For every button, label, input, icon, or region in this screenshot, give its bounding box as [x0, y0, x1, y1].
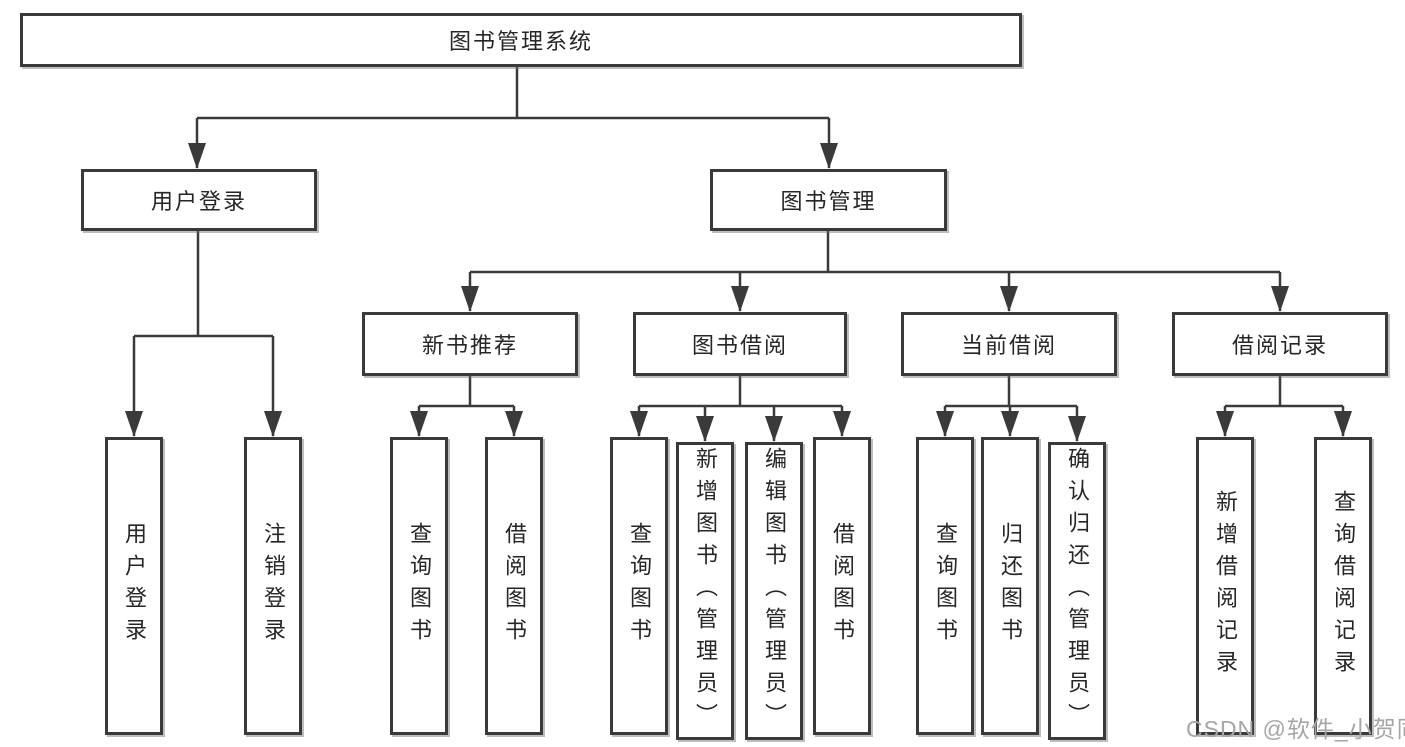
node-new-book-recommend: 新书推荐 — [362, 312, 578, 376]
csdn-watermark: CSDN @软件_小贺同学 — [1186, 716, 1405, 742]
leaf-add-books-admin-label: 新增图书（管理员） — [693, 447, 718, 735]
node-book-borrow-label: 图书借阅 — [691, 333, 788, 358]
node-borrow-record: 借阅记录 — [1172, 312, 1388, 376]
leaf-query-books-current: 查询图书 — [916, 437, 974, 735]
leaf-confirm-return-admin-label: 确认归还（管理员） — [1065, 447, 1090, 735]
leaf-add-books-admin: 新增图书（管理员） — [676, 442, 734, 740]
node-root-label: 图书管理系统 — [448, 29, 593, 54]
node-book-management: 图书管理 — [710, 169, 947, 231]
connector-lines — [132, 67, 1345, 441]
leaf-logout: 注销登录 — [244, 437, 302, 735]
node-current-borrow-label: 当前借阅 — [960, 333, 1057, 358]
node-current-borrow: 当前借阅 — [901, 312, 1117, 376]
leaf-borrow-books-recommend: 借阅图书 — [485, 437, 543, 735]
leaf-logout-label: 注销登录 — [261, 522, 286, 650]
leaf-borrow-books-recommend-label: 借阅图书 — [502, 522, 527, 650]
leaf-edit-books-admin: 编辑图书（管理员） — [745, 442, 803, 740]
node-user-login: 用户登录 — [81, 169, 317, 231]
leaf-query-borrow-record-label: 查询借阅记录 — [1331, 490, 1356, 682]
leaf-user-login: 用户登录 — [105, 437, 163, 735]
leaf-return-books: 归还图书 — [981, 437, 1039, 735]
leaf-query-books-borrow: 查询图书 — [610, 437, 668, 735]
node-borrow-record-label: 借阅记录 — [1231, 333, 1328, 358]
leaf-edit-books-admin-label: 编辑图书（管理员） — [762, 447, 787, 735]
node-book-borrow: 图书借阅 — [633, 312, 847, 376]
leaf-add-borrow-record: 新增借阅记录 — [1196, 437, 1254, 735]
leaf-query-borrow-record: 查询借阅记录 — [1314, 437, 1372, 735]
node-root-library-system: 图书管理系统 — [20, 13, 1022, 67]
node-user-login-label: 用户登录 — [150, 189, 247, 214]
leaf-return-books-label: 归还图书 — [998, 522, 1023, 650]
leaf-borrow-books: 借阅图书 — [813, 437, 871, 735]
leaf-query-books-recommend-label: 查询图书 — [407, 522, 432, 650]
arrowheads — [125, 143, 1352, 442]
leaf-query-books-borrow-label: 查询图书 — [627, 522, 652, 650]
leaf-borrow-books-label: 借阅图书 — [830, 522, 855, 650]
leaf-user-login-label: 用户登录 — [122, 522, 147, 650]
node-new-book-recommend-label: 新书推荐 — [421, 333, 518, 358]
leaf-confirm-return-admin: 确认归还（管理员） — [1048, 442, 1106, 740]
leaf-query-books-current-label: 查询图书 — [933, 522, 958, 650]
node-book-management-label: 图书管理 — [780, 189, 877, 214]
leaf-add-borrow-record-label: 新增借阅记录 — [1213, 490, 1238, 682]
leaf-query-books-recommend: 查询图书 — [390, 437, 448, 735]
